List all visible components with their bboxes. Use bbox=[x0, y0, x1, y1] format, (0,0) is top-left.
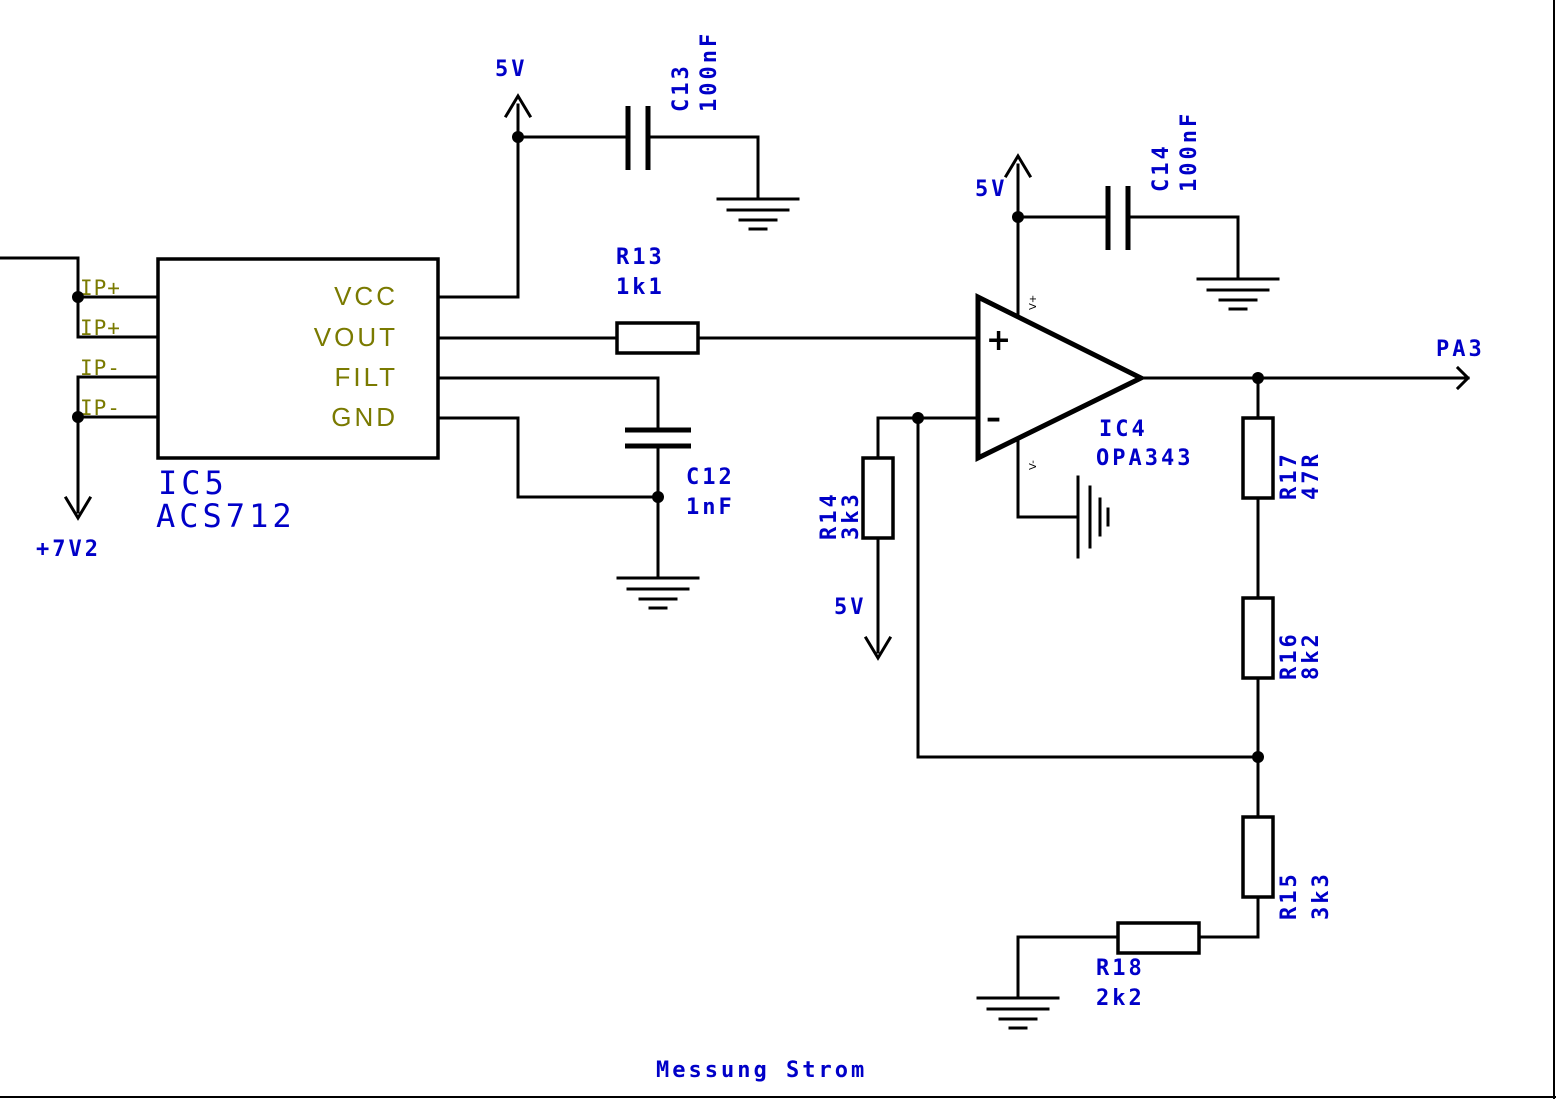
supply-5v-top-label: 5V bbox=[495, 57, 528, 82]
r16-ref: R16 bbox=[1277, 631, 1302, 680]
ic5-left-pins: IP+ IP+ IP- IP- bbox=[76, 276, 159, 420]
capacitor-c13[interactable] bbox=[512, 106, 760, 200]
c12-value: 1nF bbox=[686, 495, 735, 520]
feedback-wires bbox=[876, 412, 1260, 759]
ic5-pin-filt: FILT bbox=[334, 362, 398, 392]
resistor-r13[interactable] bbox=[615, 321, 980, 355]
supply-5v-r14-arrow bbox=[863, 635, 893, 661]
schematic-title: Messung Strom bbox=[656, 1058, 867, 1083]
resistor-r14[interactable] bbox=[861, 456, 895, 540]
r13-value: 1k1 bbox=[616, 275, 665, 300]
ic5-value: ACS712 bbox=[156, 497, 296, 535]
ic5-pin-vcc: VCC bbox=[334, 281, 398, 311]
ground-opamp bbox=[1076, 475, 1110, 559]
r17-ref: R17 bbox=[1277, 451, 1302, 500]
r13-ref: R13 bbox=[616, 245, 665, 270]
r16-value: 8k2 bbox=[1299, 631, 1324, 680]
ic5-right-wires bbox=[438, 103, 664, 580]
ic5-pin-ip-minus-1: IP- bbox=[80, 356, 121, 380]
ic5-pin-ip-plus-2: IP+ bbox=[80, 316, 121, 340]
resistor-r17[interactable] bbox=[1241, 416, 1275, 500]
r18-value: 2k2 bbox=[1096, 986, 1145, 1011]
resistor-r16[interactable] bbox=[1241, 596, 1275, 680]
r17-value: 47R bbox=[1299, 451, 1324, 500]
opamp-minus-sign: – bbox=[986, 401, 1001, 436]
input-wires bbox=[0, 256, 84, 514]
c13-ref: C13 bbox=[669, 63, 694, 112]
supply-5v-r14-label: 5V bbox=[834, 595, 867, 620]
ic4-value: OPA343 bbox=[1096, 446, 1193, 471]
c13-value: 100nF bbox=[697, 31, 722, 112]
output-wire bbox=[1139, 365, 1471, 391]
c14-ref: C14 bbox=[1149, 143, 1174, 192]
ground-c12 bbox=[616, 576, 700, 610]
ic5-pin-ip-plus-1: IP+ bbox=[80, 276, 121, 300]
r15-value: 3k3 bbox=[1309, 871, 1334, 920]
opamp-ic4[interactable]: + – V+ V- bbox=[975, 292, 1147, 470]
supply-5v-opamp-arrow bbox=[1003, 153, 1033, 179]
r18-ref: R18 bbox=[1096, 956, 1145, 981]
r14-value: 3k3 bbox=[839, 491, 864, 540]
supply-5v-opamp-label: 5V bbox=[975, 177, 1008, 202]
r15-ref: R15 bbox=[1277, 871, 1302, 920]
opamp-plus-sign: + bbox=[986, 323, 1011, 358]
capacitor-c12[interactable] bbox=[625, 427, 691, 449]
supply-7v2-arrow bbox=[63, 495, 93, 521]
ground-r18 bbox=[976, 996, 1060, 1030]
supply-5v-top-arrow bbox=[503, 93, 533, 119]
c14-value: 100nF bbox=[1177, 111, 1202, 192]
ic5-sensor[interactable]: VCC VOUT FILT GND bbox=[156, 257, 440, 460]
output-pa3-label: PA3 bbox=[1436, 337, 1485, 362]
ic4-ref: IC4 bbox=[1099, 417, 1148, 442]
supply-7v2-label: +7V2 bbox=[36, 537, 101, 562]
c12-ref: C12 bbox=[686, 465, 735, 490]
opamp-vplus: V+ bbox=[1028, 295, 1039, 310]
ic5-pin-vout: VOUT bbox=[314, 322, 398, 352]
resistor-r15[interactable] bbox=[1241, 815, 1275, 899]
capacitor-c14[interactable] bbox=[1016, 186, 1240, 280]
ic5-ref: IC5 bbox=[158, 464, 228, 502]
opamp-vminus: V- bbox=[1028, 460, 1039, 470]
divider-wires bbox=[1197, 376, 1264, 939]
r14-ref: R14 bbox=[817, 491, 842, 540]
ic5-pin-gnd: GND bbox=[331, 402, 398, 432]
ground-c14 bbox=[1196, 277, 1280, 311]
resistor-r18[interactable] bbox=[1016, 921, 1201, 1000]
ground-c13 bbox=[716, 197, 800, 231]
ic5-pin-ip-minus-2: IP- bbox=[80, 396, 121, 420]
